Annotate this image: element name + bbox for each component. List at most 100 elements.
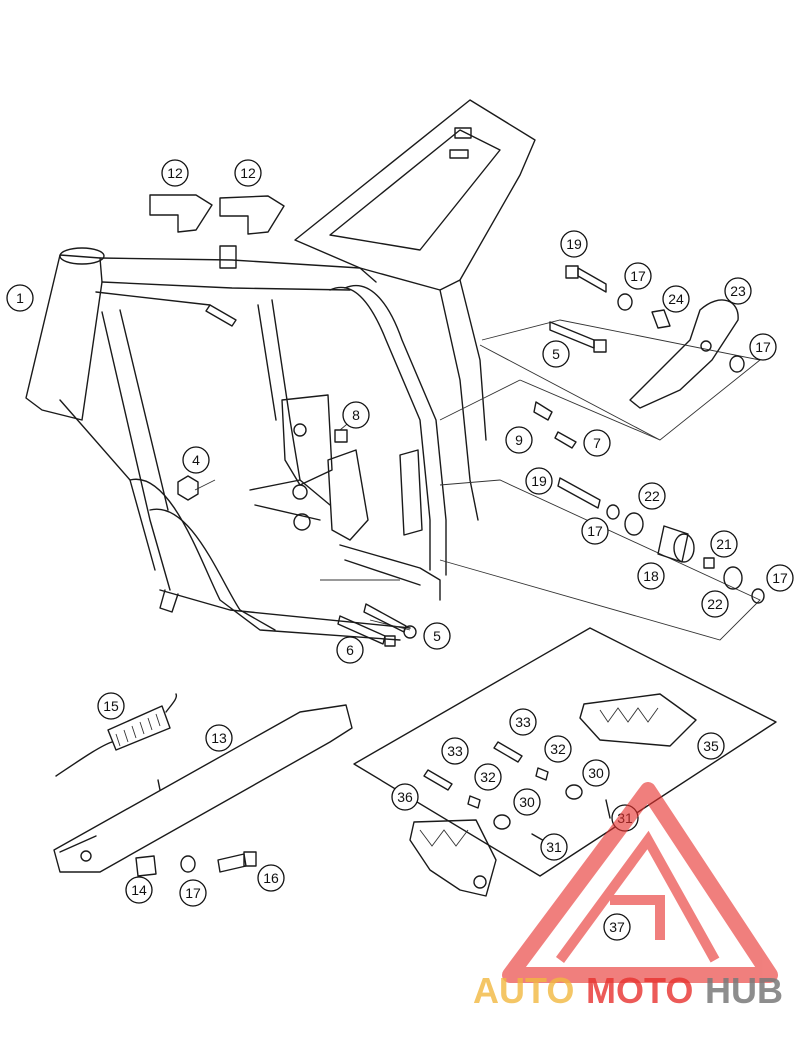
callout-17-pedal: 17	[749, 333, 777, 361]
svg-text:4: 4	[192, 452, 200, 468]
callout-12-b: 12	[234, 159, 262, 187]
callout-37: 37	[603, 913, 631, 941]
svg-text:15: 15	[103, 698, 119, 714]
callout-32-b: 32	[474, 763, 502, 791]
svg-text:5: 5	[552, 346, 560, 362]
nut-8	[334, 429, 348, 443]
clip-9	[533, 401, 553, 421]
bolt-5-lower	[363, 603, 417, 639]
svg-text:14: 14	[131, 882, 147, 898]
washer-17-stand	[180, 855, 196, 873]
svg-text:9: 9	[515, 432, 523, 448]
svg-text:21: 21	[716, 536, 732, 552]
svg-text:AUTO: AUTO	[473, 970, 574, 1011]
svg-text:33: 33	[447, 743, 463, 759]
svg-text:24: 24	[668, 291, 684, 307]
svg-text:5: 5	[433, 628, 441, 644]
watermark-logo	[502, 782, 778, 983]
svg-text:17: 17	[755, 339, 771, 355]
washer-17-pedal	[729, 355, 745, 373]
callout-32-a: 32	[544, 735, 572, 763]
svg-text:12: 12	[167, 165, 183, 181]
svg-text:18: 18	[643, 568, 659, 584]
spring-15	[55, 693, 178, 777]
bushing-18	[657, 525, 695, 563]
svg-text:36: 36	[397, 789, 413, 805]
svg-text:19: 19	[566, 236, 582, 252]
callout-22-lower: 22	[701, 590, 729, 618]
callout-16: 16	[257, 864, 285, 892]
bolt-6	[337, 615, 396, 647]
svg-text:23: 23	[730, 283, 746, 299]
svg-text:MOTO: MOTO	[586, 970, 693, 1011]
washer-17-upper	[617, 293, 633, 311]
callout-17-stand: 17	[179, 879, 207, 907]
bearing-22-b	[723, 566, 743, 590]
callout-24: 24	[662, 285, 690, 313]
callout-17-upper: 17	[624, 262, 652, 290]
bolt-19-upper	[565, 265, 607, 293]
callout-36: 36	[391, 783, 419, 811]
footpeg-box	[353, 627, 777, 877]
svg-text:32: 32	[550, 741, 566, 757]
spring-32-a	[535, 767, 549, 781]
bushing-24	[651, 309, 671, 329]
bearing-22-a	[624, 512, 644, 536]
pin-33-a	[493, 741, 523, 763]
svg-text:16: 16	[263, 870, 279, 886]
svg-text:13: 13	[211, 730, 227, 746]
callout-5-lower: 5	[423, 622, 451, 650]
svg-text:22: 22	[644, 488, 660, 504]
callout-7: 7	[583, 429, 611, 457]
watermark-text: AUTO MOTO HUB	[473, 970, 783, 1011]
callout-6: 6	[336, 636, 364, 664]
svg-text:HUB: HUB	[705, 970, 783, 1011]
callout-30-a: 30	[582, 759, 610, 787]
svg-text:32: 32	[480, 769, 496, 785]
frame-guard-12b	[219, 195, 285, 235]
callout-1: 1	[6, 284, 34, 312]
callout-18: 18	[637, 562, 665, 590]
svg-text:19: 19	[531, 473, 547, 489]
svg-text:8: 8	[352, 407, 360, 423]
callout-21: 21	[710, 530, 738, 558]
svg-text:37: 37	[609, 919, 625, 935]
bolt-7	[554, 431, 577, 449]
svg-text:12: 12	[240, 165, 256, 181]
callout-8: 8	[342, 401, 370, 429]
callout-4: 4	[182, 446, 210, 474]
svg-text:1: 1	[16, 290, 24, 306]
callout-5-upper: 5	[542, 340, 570, 368]
callout-33-a: 33	[509, 708, 537, 736]
svg-text:17: 17	[185, 885, 201, 901]
side-stand-13	[53, 704, 353, 873]
callout-23: 23	[724, 277, 752, 305]
svg-text:22: 22	[707, 596, 723, 612]
spring-32-b	[467, 795, 481, 809]
svg-text:33: 33	[515, 714, 531, 730]
callout-15: 15	[97, 692, 125, 720]
callout-33-b: 33	[441, 737, 469, 765]
callout-30-b: 30	[513, 788, 541, 816]
svg-text:17: 17	[587, 523, 603, 539]
leader-lines	[194, 319, 762, 641]
callout-17-lower-b: 17	[766, 564, 794, 592]
brake-pedal-23	[629, 299, 739, 409]
svg-text:30: 30	[588, 765, 604, 781]
bolt-16	[217, 851, 257, 873]
svg-text:17: 17	[772, 570, 788, 586]
callout-17-lower-a: 17	[581, 517, 609, 545]
svg-text:35: 35	[703, 738, 719, 754]
callout-31-b: 31	[540, 833, 568, 861]
callout-35: 35	[697, 732, 725, 760]
bolt-19-lower	[557, 477, 601, 509]
svg-text:31: 31	[546, 839, 562, 855]
footpeg-36	[409, 819, 497, 897]
washer-30-b	[493, 814, 511, 830]
spacer-21	[703, 557, 715, 569]
svg-text:7: 7	[593, 435, 601, 451]
callout-14: 14	[125, 876, 153, 904]
callout-12-a: 12	[161, 159, 189, 187]
svg-text:6: 6	[346, 642, 354, 658]
